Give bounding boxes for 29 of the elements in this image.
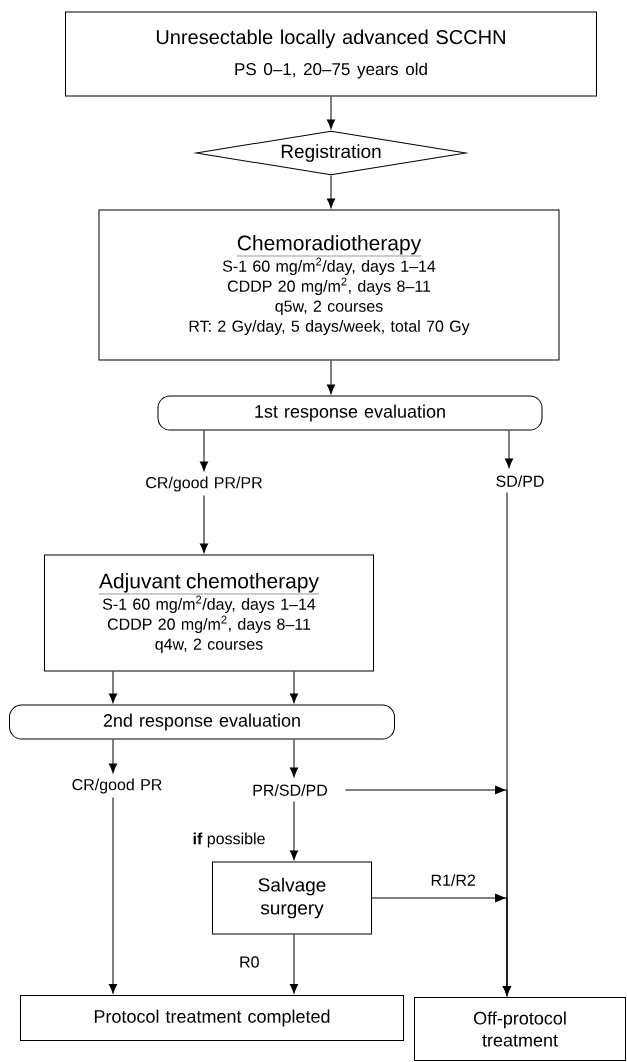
arrow	[289, 671, 299, 704]
process-box: Unresectable locally advanced SCCHN PS 0–1, 20–75 years old	[65, 11, 597, 97]
arrow	[199, 430, 209, 472]
arrow	[504, 430, 514, 469]
arrow	[199, 495, 209, 554]
arrow	[108, 797, 118, 994]
arrow	[326, 360, 336, 395]
process-box: Adjuvant chemotherapy S-1 60 mg/m$^{2}$/day, days 1–14 CDDP 20 mg/m$^{2}$, days 8–11 q4w, 2 courses	[44, 554, 374, 672]
evaluation-box: 2nd response evaluation	[9, 704, 395, 740]
arrow	[108, 671, 118, 704]
evaluation-box: 1st response evaluation	[157, 395, 543, 431]
edge-label: R1/R2	[428, 872, 478, 888]
outcome-text: PR/SD/PD	[253, 784, 327, 796]
edge-label: if possible	[190, 830, 268, 850]
arrow	[289, 739, 299, 778]
process-box: Off-protocol treatment	[414, 997, 626, 1061]
process-box: Salvage surgery	[212, 861, 372, 935]
outcome-text: CR/good PR	[72, 778, 162, 794]
outcome-text: SD/PD	[496, 475, 544, 487]
arrow	[371, 893, 512, 996]
arrow	[289, 934, 299, 994]
arrow	[326, 175, 336, 209]
arrow	[289, 801, 299, 861]
process-box: Chemoradiotherapy S-1 60 mg/m$^{2}$/day, days 1–14 CDDP 20 mg/m$^{2}$, days 8–11 q5w, 2 courses RT: 2 Gy/day, 5 days/week, total 70 Gy	[98, 209, 560, 361]
outcome-text: CR/good PR/PR	[146, 476, 262, 492]
process-box: Protocol treatment completed	[20, 995, 404, 1041]
arrow	[326, 96, 336, 130]
edge-label: R0	[237, 954, 262, 970]
arrow	[108, 739, 118, 774]
